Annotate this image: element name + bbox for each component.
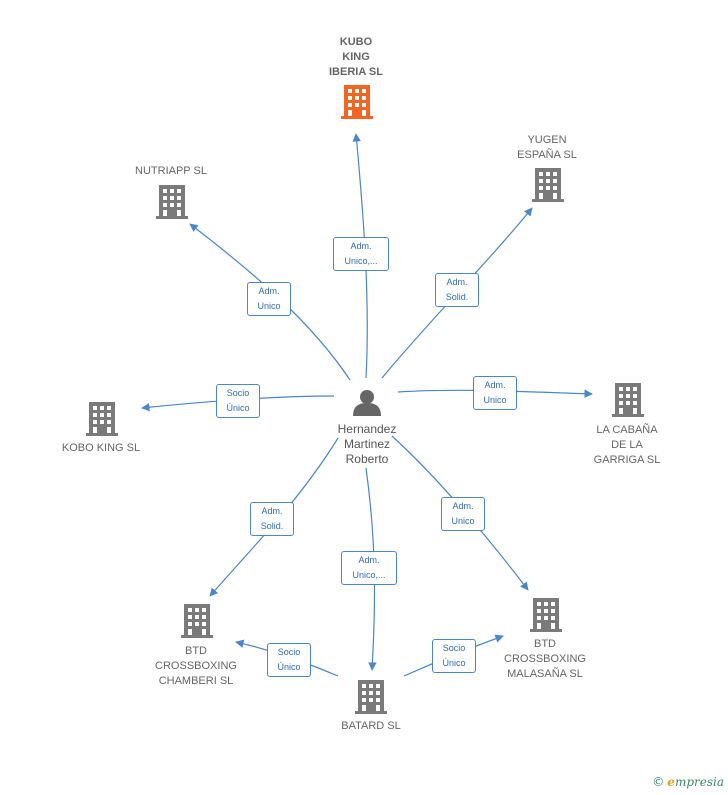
relation-yugen-espana: Adm. Solid.	[435, 273, 479, 307]
node-btd-malasana[interactable]: BTD CROSSBOXING MALASAÑA SL	[504, 638, 586, 680]
relation-batard-to-malasana: Socio Único	[432, 639, 476, 673]
building-icon-la-cabana	[612, 383, 644, 417]
relation-btd-chamberi: Adm. Solid.	[250, 502, 294, 536]
node-kobo-king[interactable]: KOBO KING SL	[61, 442, 141, 454]
relation-btd-malasana: Adm. Unico	[441, 497, 485, 531]
person-name[interactable]: Hernandez Martinez Roberto	[337, 422, 397, 466]
building-icon-nutriapp	[156, 185, 188, 219]
brand-name: mpresia	[674, 775, 724, 789]
building-icon-btd-chamberi	[181, 604, 213, 638]
building-icon-kubo-king-iberia	[341, 85, 373, 119]
person-icon	[353, 390, 381, 416]
node-yugen-espana[interactable]: YUGEN ESPAÑA SL	[517, 134, 577, 161]
copyright-icon: ©	[652, 775, 665, 789]
building-icon-kobo-king	[86, 402, 118, 436]
node-kubo-king-iberia[interactable]: KUBO KING IBERIA SL	[329, 36, 383, 78]
brand-initial: e	[667, 775, 675, 789]
brand-footer[interactable]: ©empresia	[652, 775, 724, 789]
node-batard[interactable]: BATARD SL	[341, 720, 401, 732]
building-icon-yugen-espana	[532, 168, 564, 202]
relation-kubo-king-iberia: Adm. Unico,...	[333, 237, 389, 271]
relation-kobo-king: Socio Único	[216, 384, 260, 418]
node-nutriapp[interactable]: NUTRIAPP SL	[135, 165, 207, 177]
relation-batard-to-chamberi: Socio Único	[267, 643, 311, 677]
building-icon-btd-malasana	[530, 598, 562, 632]
relation-batard: Adm. Unico,...	[341, 551, 397, 585]
relation-nutriapp: Adm. Unico	[247, 282, 291, 316]
relation-la-cabana: Adm. Unico	[473, 376, 517, 410]
node-btd-chamberi[interactable]: BTD CROSSBOXING CHAMBERI SL	[155, 645, 237, 687]
node-la-cabana[interactable]: LA CABAÑA DE LA GARRIGA SL	[593, 424, 661, 466]
building-icon-batard	[355, 680, 387, 714]
